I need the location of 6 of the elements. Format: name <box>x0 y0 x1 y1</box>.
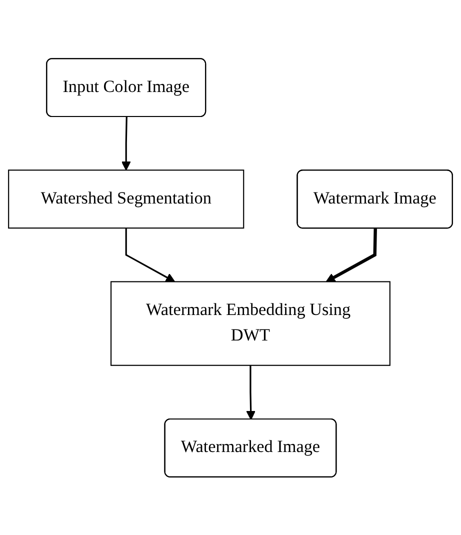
node-box: Watershed Segmentation <box>8 169 244 228</box>
arrow <box>125 228 176 282</box>
node-box: Watermark Embedding Using DWT <box>110 280 390 366</box>
arrow <box>326 228 377 282</box>
arrow <box>246 365 256 420</box>
arrow <box>121 116 131 170</box>
